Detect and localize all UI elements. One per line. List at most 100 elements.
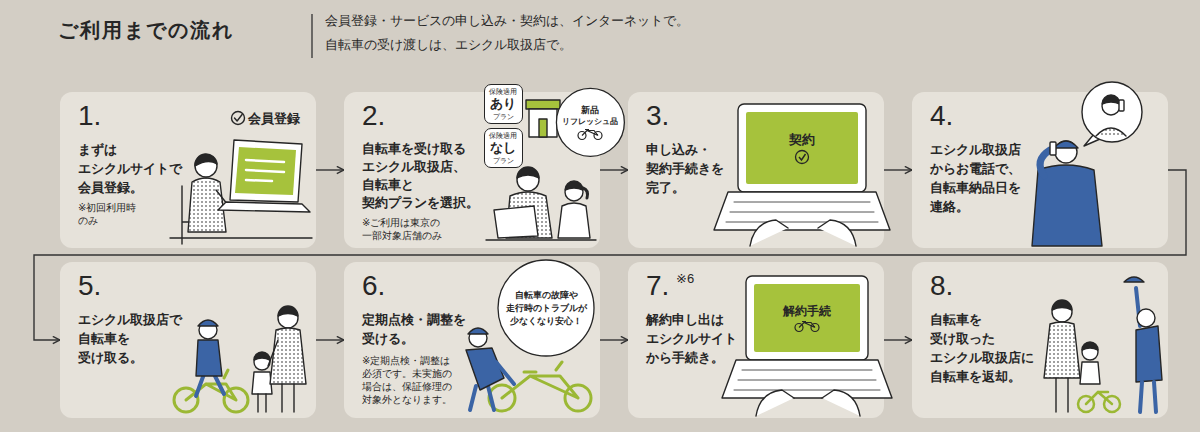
cancel-laptop-illustration	[722, 276, 892, 416]
customer	[1102, 97, 1120, 115]
staff-legs	[1140, 382, 1156, 412]
bicycle	[502, 362, 578, 398]
laptop	[746, 276, 868, 360]
bicycle	[489, 385, 515, 411]
hand	[822, 390, 860, 416]
laptop	[738, 104, 866, 192]
circle-outline	[556, 88, 624, 156]
flow-arrow	[316, 169, 344, 170]
person	[188, 178, 226, 232]
customer	[1096, 128, 1126, 136]
step-number: 2.	[362, 100, 432, 132]
person-hair	[195, 154, 217, 166]
mechanic-arm	[496, 362, 514, 384]
staff-cap	[1054, 141, 1078, 148]
step-number: 3.	[646, 100, 716, 132]
bicycle	[489, 362, 591, 411]
step-note: ※ご利用は東京の 一部対象店舗のみ	[362, 216, 447, 242]
check-icon	[796, 150, 809, 163]
label-block: 自転車の受け渡しは、エシクル取扱店で。	[325, 36, 572, 54]
child-legs	[258, 394, 266, 412]
bicycle-icon	[582, 130, 598, 136]
girl	[558, 203, 590, 238]
step-number: 8.	[930, 270, 1000, 302]
staff	[1137, 309, 1155, 327]
mother	[278, 308, 298, 328]
header-note: 自転車の受け渡しは、エシクル取扱店で。	[325, 36, 572, 54]
plan-tag-text: プラン	[491, 156, 516, 165]
plan-tag-text: なし	[487, 140, 520, 156]
staff-arm	[1040, 150, 1050, 176]
shop-icon	[526, 100, 560, 109]
hand	[756, 390, 794, 416]
step-number: 1.	[78, 100, 148, 132]
keyboard	[722, 360, 892, 398]
plan-tag-text: 保険適用	[488, 87, 520, 96]
plan-tag: 保険適用なしプラン	[484, 128, 523, 168]
check-icon	[235, 115, 243, 122]
speech-bubble: 自転車の故障や 走行時のトラブルが 少なくなり安心！	[496, 258, 596, 358]
woman	[517, 169, 539, 191]
child-hair	[1082, 342, 1098, 350]
step-text: 定期点検・調整を 受ける。	[362, 310, 473, 348]
mother	[1052, 302, 1072, 322]
screen-lines	[246, 160, 284, 181]
desk	[170, 237, 312, 238]
bicycle	[1078, 396, 1094, 412]
product-badge: 新品リフレッシュ品	[555, 87, 626, 158]
register-illustration	[170, 112, 312, 245]
staff	[1032, 165, 1102, 246]
staff-cap	[1124, 277, 1144, 282]
bicycle	[1104, 396, 1120, 412]
girl	[565, 183, 583, 201]
bicycle	[1078, 392, 1120, 412]
bicycle	[565, 385, 591, 411]
bicycle	[186, 370, 236, 400]
staff-arm	[1136, 288, 1140, 326]
shop-icon	[529, 109, 557, 137]
bicycle	[174, 370, 248, 412]
plan-tag-text: あり	[487, 96, 520, 112]
screen-panel: 解約手続	[754, 284, 860, 352]
maintenance-illustration	[466, 328, 591, 411]
staff	[199, 321, 217, 339]
step-card: 6.定期点検・調整を 受ける。※定期点検・調整は 必須です。未実施の 場合は、保…	[344, 262, 600, 418]
child	[254, 354, 270, 370]
shop-icon	[539, 119, 547, 137]
label-block: 会員登録	[248, 110, 300, 128]
step-note: ※定期点検・調整は 必須です。未実施の 場合は、保証修理の 対象外となります。	[362, 354, 457, 406]
staff	[1136, 326, 1162, 382]
mother	[270, 328, 306, 384]
plan-tag-text: 保険適用	[488, 131, 520, 140]
child	[1080, 362, 1100, 384]
staff-legs	[196, 374, 224, 396]
step-note: ※初回利用時 のみ	[78, 201, 143, 227]
person-arm	[216, 190, 246, 210]
customer-hair	[1102, 95, 1120, 104]
bicycle-icon	[575, 128, 605, 140]
pickup-illustration	[174, 306, 306, 412]
circle-outline	[498, 260, 594, 356]
mother-hair	[278, 306, 298, 316]
mechanic-cap	[468, 328, 488, 334]
step-text: 解約申し出は エシクルサイト から手続き。	[646, 310, 744, 367]
mother-legs	[282, 384, 294, 412]
mechanic-legs	[470, 386, 494, 410]
step-number: 5.	[78, 270, 148, 302]
bicycle-icon	[792, 320, 822, 332]
desk	[486, 239, 596, 240]
girl-hair	[583, 188, 588, 198]
diagram-title: ご利用までの流れ	[58, 17, 234, 43]
step-number: 4.	[930, 100, 1000, 132]
plan-tag-text: プラン	[491, 112, 516, 121]
step-card: 7.※6解約申し出は エシクルサイト から手続き。解約手続	[628, 262, 884, 418]
step-card: 5.エシクル取扱店で 自転車を 受け取る。	[60, 262, 316, 418]
flow-arrow	[600, 339, 628, 340]
header-note: 会員登録・サービスの申し込み・契約は、インターネットで。	[325, 12, 689, 30]
girl-hair	[565, 181, 583, 190]
phone-call-illustration	[1032, 82, 1142, 246]
bicycle-icon	[799, 322, 815, 328]
plan-select-illustration	[486, 100, 596, 240]
step-card: 2.自転車を受け取る エシクル取扱店、 自転車と 契約プランを選択。※ご利用は東…	[344, 92, 600, 248]
